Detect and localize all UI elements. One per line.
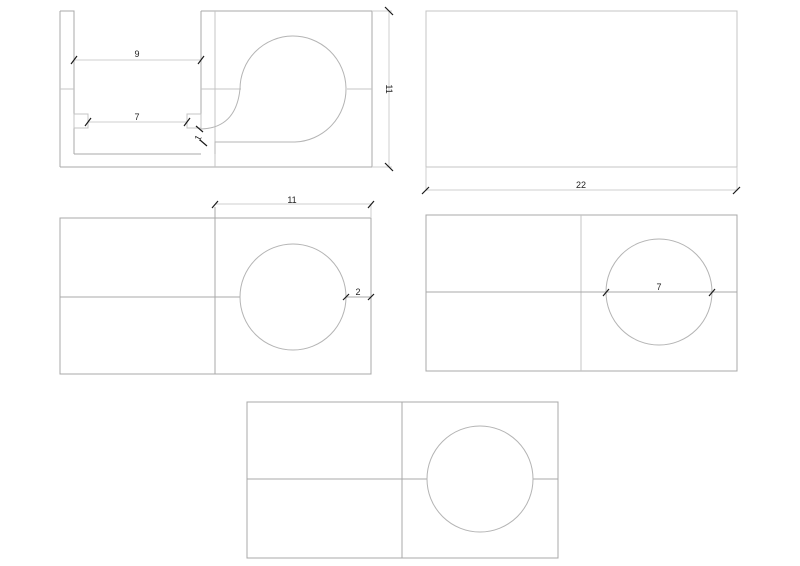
top-view bbox=[425, 10, 738, 168]
front-section-view bbox=[59, 10, 373, 168]
step-right bbox=[186, 113, 202, 129]
dimension-tick bbox=[199, 139, 208, 147]
dimension-tick bbox=[197, 55, 205, 65]
dimension-tick bbox=[367, 200, 375, 209]
dimension-half-length: 11 bbox=[211, 195, 375, 218]
dimension-label-7: 7 bbox=[134, 112, 139, 122]
dimension-tick bbox=[342, 293, 350, 301]
dimension-label-1: 1 bbox=[192, 133, 203, 142]
dimension-tick bbox=[602, 288, 610, 297]
dimension-tick bbox=[384, 162, 394, 172]
dimension-label-22: 22 bbox=[576, 180, 586, 190]
dimension-slot-inner: 7 bbox=[84, 112, 191, 127]
dimension-overall-length: 22 bbox=[421, 167, 741, 195]
dimension-tick bbox=[70, 55, 78, 65]
step-left bbox=[73, 113, 89, 129]
teardrop-cutout bbox=[200, 35, 347, 154]
bore-circle bbox=[426, 425, 534, 533]
dimension-tick bbox=[367, 293, 375, 301]
dimension-bore-diameter: 7 bbox=[602, 282, 716, 297]
dimension-tick bbox=[421, 186, 430, 195]
dimension-tick bbox=[183, 117, 191, 127]
dimension-tick bbox=[195, 125, 204, 133]
bottom-view bbox=[246, 401, 559, 559]
dimension-label-7-bore: 7 bbox=[656, 282, 661, 292]
dimension-slot-outer: 9 bbox=[70, 49, 205, 65]
dimension-wall-offset: 2 bbox=[342, 287, 375, 301]
side-view-left bbox=[59, 207, 372, 375]
dimension-label-9: 9 bbox=[134, 49, 139, 59]
bore-circle bbox=[239, 243, 347, 351]
dimension-label-11-horizontal: 11 bbox=[287, 195, 296, 205]
dimension-label-2: 2 bbox=[355, 287, 360, 297]
dimension-overall-height: 11 bbox=[372, 6, 394, 172]
dimension-label-11-vertical: 11 bbox=[384, 84, 394, 93]
dimension-tick bbox=[84, 117, 92, 127]
dimension-tick bbox=[211, 200, 219, 209]
dimension-fillet: 1 bbox=[192, 125, 208, 147]
dimension-tick bbox=[732, 186, 741, 195]
dimension-tick bbox=[708, 288, 716, 297]
side-view-right bbox=[425, 214, 738, 372]
dimension-tick bbox=[384, 6, 394, 16]
top-view-outline bbox=[425, 10, 738, 168]
left-wall-inner-edge bbox=[60, 10, 75, 154]
